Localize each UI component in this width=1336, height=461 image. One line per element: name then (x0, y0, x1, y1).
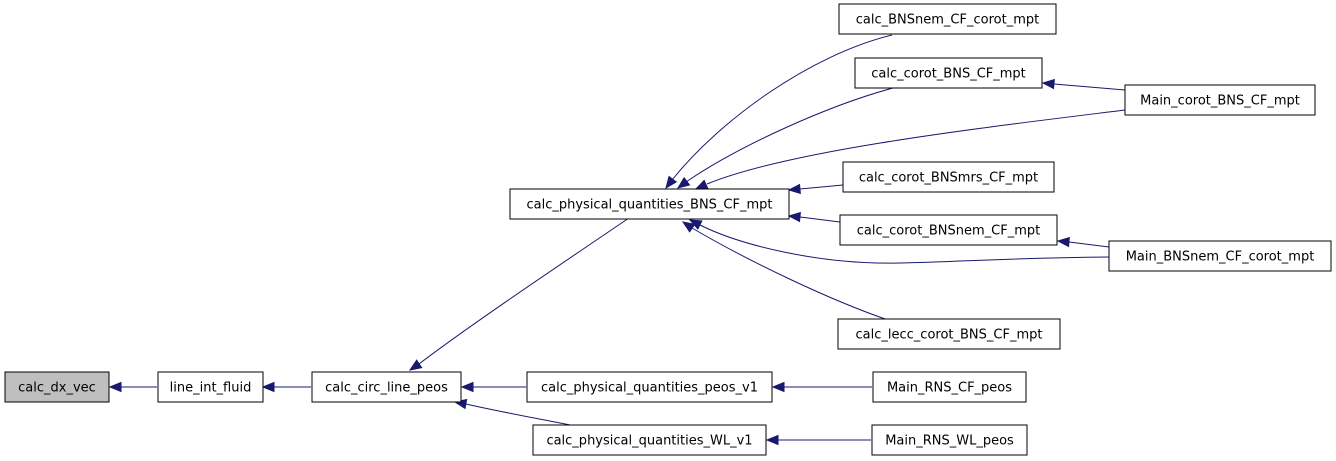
node-label: calc_corot_BNS_CF_mpt (871, 67, 1026, 82)
arrowhead-icon (1056, 236, 1070, 248)
edge-calc_corot_BNS_CF_mpt-to-calc_physical_quantities_BNS_CF_mpt (676, 87, 894, 189)
edge-line (1053, 83, 1126, 91)
edge-line (706, 109, 1126, 185)
edge-Main_corot_BNS_CF_mpt-to-calc_corot_BNS_CF_mpt (1041, 78, 1126, 91)
arrowhead-icon (676, 176, 691, 189)
node-label: calc_physical_quantities_peos_v1 (541, 381, 758, 396)
edge-calc_corot_BNSmrs_CF_mpt-to-calc_physical_quantities_BNS_CF_mpt (787, 183, 844, 195)
node-calc_BNSnem_CF_corot_mpt[interactable]: calc_BNSnem_CF_corot_mpt (838, 3, 1057, 35)
node-label: Main_RNS_CF_peos (887, 381, 1012, 396)
node-Main_BNSnem_CF_corot_mpt[interactable]: Main_BNSnem_CF_corot_mpt (1108, 240, 1332, 272)
node-calc_dx_vec: calc_dx_vec (4, 371, 110, 403)
node-Main_RNS_CF_peos[interactable]: Main_RNS_CF_peos (872, 371, 1027, 403)
node-Main_corot_BNS_CF_mpt[interactable]: Main_corot_BNS_CF_mpt (1124, 84, 1316, 116)
edge-calc_circ_line_peos-to-line_int_fluid (261, 381, 311, 393)
node-box (509, 188, 790, 220)
arrowhead-icon (771, 381, 785, 393)
node-label: Main_corot_BNS_CF_mpt (1140, 94, 1300, 109)
node-calc_physical_quantities_BNS_CF_mpt[interactable]: calc_physical_quantities_BNS_CF_mpt (509, 188, 790, 220)
node-box (872, 371, 1027, 403)
arrowhead-icon (408, 359, 423, 371)
arrowhead-icon (460, 381, 474, 393)
node-box (837, 318, 1061, 350)
edge-line (685, 87, 894, 183)
node-box (1108, 240, 1332, 272)
node-calc_corot_BNSmrs_CF_mpt[interactable]: calc_corot_BNSmrs_CF_mpt (842, 161, 1055, 193)
node-box (838, 3, 1057, 35)
node-label: calc_circ_line_peos (325, 381, 448, 396)
node-label: calc_physical_quantities_WL_v1 (546, 434, 752, 449)
node-label: Main_BNSnem_CF_corot_mpt (1126, 250, 1315, 265)
edge-line (699, 224, 1110, 264)
edge-calc_physical_quantities_WL_v1-to-calc_circ_line_peos (453, 398, 576, 427)
node-label: calc_BNSnem_CF_corot_mpt (856, 13, 1039, 28)
edge-calc_physical_quantities_peos_v1-to-calc_circ_line_peos (460, 381, 526, 393)
node-box (157, 371, 264, 403)
arrowhead-icon (1041, 78, 1055, 90)
arrowhead-icon (108, 381, 122, 393)
edge-line (691, 227, 889, 321)
node-line_int_fluid[interactable]: line_int_fluid (157, 371, 264, 403)
edge-Main_RNS_WL_peos-to-calc_physical_quantities_WL_v1 (765, 434, 871, 446)
edge-Main_RNS_CF_peos-to-calc_physical_quantities_peos_v1 (771, 381, 872, 393)
node-calc_corot_BNS_CF_mpt[interactable]: calc_corot_BNS_CF_mpt (854, 57, 1043, 89)
node-label: calc_corot_BNSnem_CF_mpt (857, 224, 1040, 239)
arrowhead-icon (765, 434, 779, 446)
node-label: calc_lecc_corot_BNS_CF_mpt (856, 328, 1043, 343)
node-box (1124, 84, 1316, 116)
node-calc_physical_quantities_WL_v1[interactable]: calc_physical_quantities_WL_v1 (532, 424, 767, 456)
node-label: calc_dx_vec (18, 381, 96, 396)
edge-line (799, 216, 841, 223)
node-box (311, 371, 462, 403)
edge-line_int_fluid-to-calc_dx_vec (108, 381, 157, 393)
edge-line (465, 403, 576, 427)
arrowhead-icon (787, 183, 801, 195)
arrowhead-icon (787, 211, 801, 223)
node-label: line_int_fluid (170, 381, 252, 396)
edge-calc_corot_BNSnem_CF_mpt-to-calc_physical_quantities_BNS_CF_mpt (787, 211, 841, 223)
nodes-layer: calc_dx_vec line_int_fluid calc_circ_line_… (4, 3, 1332, 456)
edge-line (418, 217, 630, 365)
node-box (532, 424, 767, 456)
edge-line (1068, 241, 1110, 248)
edge-calc_physical_quantities_BNS_CF_mpt-to-calc_circ_line_peos (408, 217, 630, 371)
edge-line (671, 34, 893, 181)
arrowhead-icon (681, 221, 696, 233)
node-box (871, 424, 1028, 456)
edge-Main_BNSnem_CF_corot_mpt-to-calc_corot_BNSnem_CF_mpt (1056, 236, 1110, 248)
arrowhead-icon (694, 179, 709, 190)
node-calc_corot_BNSnem_CF_mpt[interactable]: calc_corot_BNSnem_CF_mpt (839, 214, 1058, 246)
node-Main_RNS_WL_peos[interactable]: Main_RNS_WL_peos (871, 424, 1028, 456)
edge-line (799, 184, 844, 190)
arrowhead-icon (665, 175, 678, 190)
node-label: Main_RNS_WL_peos (885, 434, 1014, 449)
node-label: calc_corot_BNSmrs_CF_mpt (859, 171, 1038, 186)
node-box (4, 371, 110, 403)
arrowhead-icon (261, 381, 275, 393)
node-calc_circ_line_peos[interactable]: calc_circ_line_peos (311, 371, 462, 403)
node-box (854, 57, 1043, 89)
node-label: calc_physical_quantities_BNS_CF_mpt (526, 198, 772, 213)
node-box (842, 161, 1055, 193)
node-box (526, 371, 773, 403)
node-box (839, 214, 1058, 246)
edge-calc_lecc_corot_BNS_CF_mpt-to-calc_physical_quantities_BNS_CF_mpt (681, 221, 889, 321)
edge-calc_BNSnem_CF_corot_mpt-to-calc_physical_quantities_BNS_CF_mpt (665, 34, 893, 190)
node-calc_lecc_corot_BNS_CF_mpt[interactable]: calc_lecc_corot_BNS_CF_mpt (837, 318, 1061, 350)
node-calc_physical_quantities_peos_v1[interactable]: calc_physical_quantities_peos_v1 (526, 371, 773, 403)
